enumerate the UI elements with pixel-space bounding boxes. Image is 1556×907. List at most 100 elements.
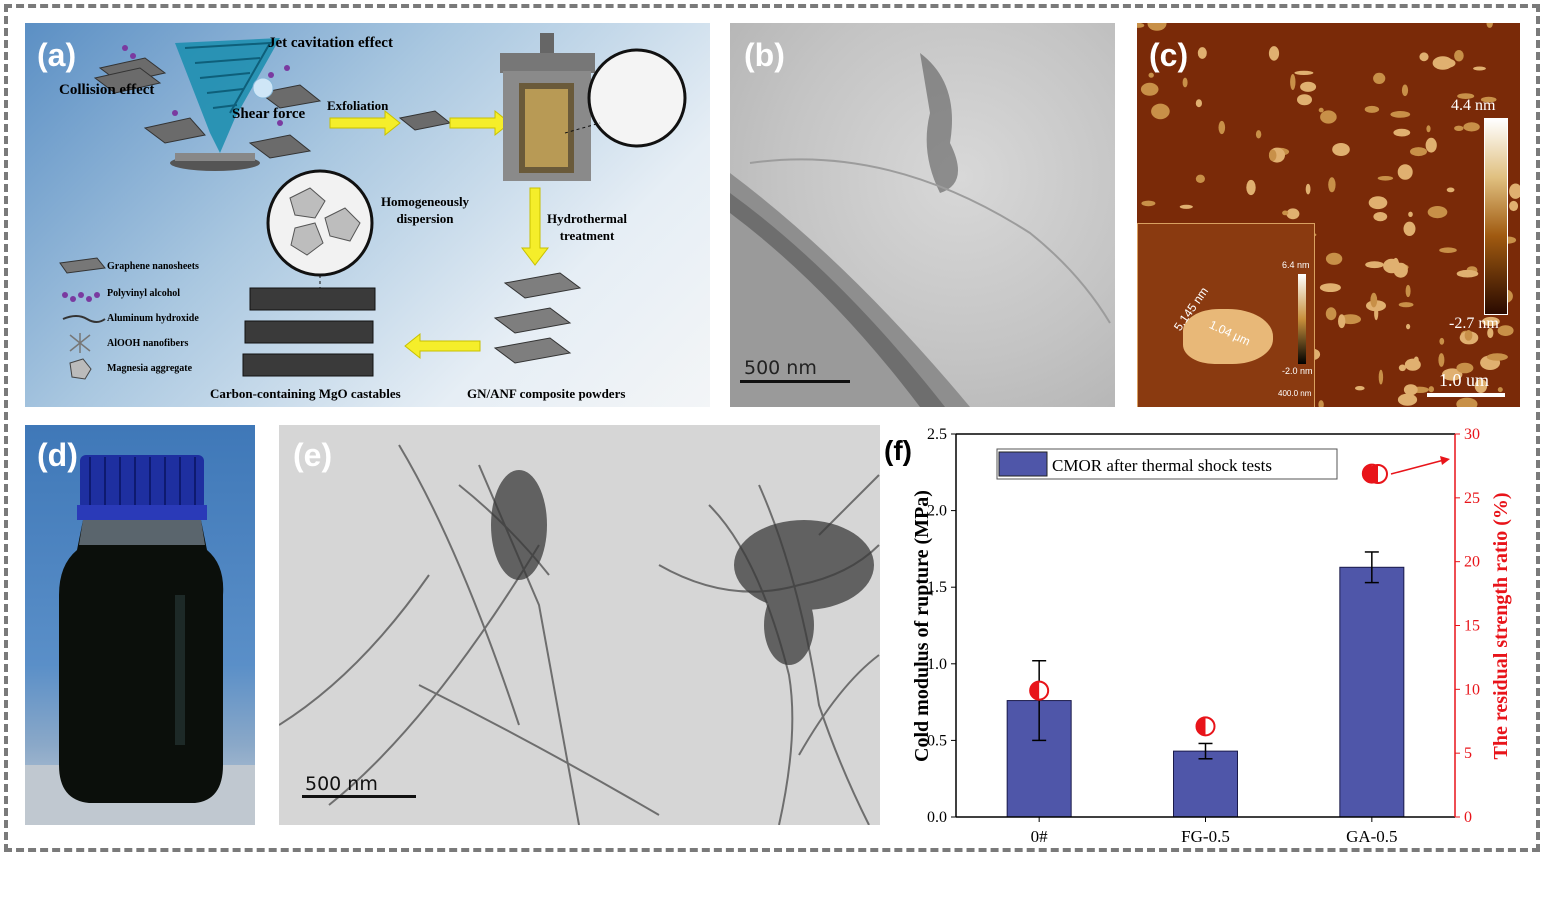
afm-particle [1397, 164, 1413, 180]
afm-particle [1401, 84, 1409, 97]
afm-particle [1446, 187, 1455, 193]
panel-c-afm-image: 6.4 nm -2.0 nm 5.145 nm 1.04 μm 400.0 nm… [1137, 23, 1520, 407]
panel-b-scalebar [740, 380, 850, 383]
panel-f-label: (f) [884, 435, 912, 466]
y2-tick-label: 15 [1464, 618, 1480, 635]
bottle-photo [25, 455, 255, 825]
legend-pva: Polyvinyl alcohol [107, 288, 181, 299]
panel-a-schematic: (a) Jet cavitation effect Collision effe… [25, 23, 710, 407]
panel-d-photo: (d) [25, 425, 255, 825]
jet-vortex-icon [170, 38, 280, 171]
afm-particle [1457, 93, 1475, 99]
afm-particle [1442, 368, 1463, 381]
afm-particle [1464, 330, 1473, 341]
afm-particle [1297, 94, 1312, 106]
afm-particle [1398, 364, 1406, 372]
afm-particle [1439, 337, 1445, 345]
afm-particle [1294, 70, 1314, 75]
legend-swatch [998, 451, 1048, 477]
legend-magnesia: Magnesia aggregate [107, 363, 193, 374]
afm-particle [1438, 353, 1445, 367]
colorbar-min: -2.7 nm [1449, 315, 1499, 332]
afm-particle [1286, 208, 1300, 220]
y-axis-label: Cold modulus of rupture (MPa) [911, 490, 933, 762]
afm-particle [1393, 128, 1411, 137]
afm-particle [1364, 105, 1380, 113]
y-tick-label: 2.0 [927, 503, 947, 520]
panel-d-label: (d) [37, 437, 78, 473]
panel-b-label: (b) [744, 37, 785, 73]
afm-particle [1282, 210, 1289, 216]
y-axis-ticks: 0.00.51.01.52.02.5 [927, 426, 956, 826]
afm-particle [1195, 174, 1205, 183]
afm-particle [1497, 387, 1503, 393]
afm-particle [1374, 306, 1379, 321]
ratio-marker-fill [1196, 717, 1206, 736]
x-tick-label: 0# [1031, 827, 1049, 846]
afm-particle [1290, 74, 1296, 90]
legend-box [996, 448, 1338, 480]
afm-particle [1439, 247, 1457, 253]
afm-particle [1197, 47, 1207, 59]
afm-particle [1406, 323, 1411, 330]
legend-graphene: Graphene nanosheets [107, 261, 199, 272]
afm-particle [1456, 269, 1479, 278]
legend-icons [59, 257, 106, 380]
inset-cb-max: 6.4 nm [1282, 260, 1310, 270]
afm-particle [1456, 397, 1478, 407]
afm-particle [1434, 58, 1456, 69]
afm-particle [1474, 379, 1488, 393]
panel-c-label: (c) [1149, 37, 1189, 73]
afm-particle [1300, 81, 1317, 92]
shear-force-text: Shear force [232, 106, 306, 122]
afm-particle [1454, 125, 1464, 131]
inset-flake [1183, 309, 1273, 364]
y-tick-label: 0.0 [927, 809, 947, 826]
afm-inset: 6.4 nm -2.0 nm 5.145 nm 1.04 μm 400.0 nm [1137, 223, 1315, 407]
panel-e-scale-text: 500 nm [305, 773, 378, 795]
afm-particle [1456, 362, 1474, 374]
panel-e-tem-image: (e) 500 nm [279, 425, 880, 825]
afm-particle [1473, 66, 1486, 71]
afm-particle [1182, 77, 1188, 88]
afm-particle [1305, 183, 1311, 195]
y-tick-label: 1.0 [927, 656, 947, 673]
y2-tick-label: 5 [1464, 745, 1472, 762]
ratio-marker-fill [1030, 681, 1040, 700]
afm-particle [1404, 358, 1421, 371]
afm-particle [1318, 400, 1324, 407]
bar [1173, 750, 1238, 818]
afm-particle [1137, 23, 1145, 28]
afm-particle [1378, 369, 1384, 385]
afm-particle [1398, 302, 1414, 308]
x-tick-label: FG-0.5 [1181, 827, 1230, 846]
afm-particle [1480, 96, 1497, 103]
afm-particle [1151, 103, 1170, 120]
afm-particle [1487, 327, 1494, 339]
legend-aluminum: Aluminum hydroxide [107, 313, 199, 324]
bar [1339, 566, 1405, 818]
y2-axis-label: The residual strength ratio (%) [1490, 492, 1512, 759]
afm-particle [1332, 143, 1350, 156]
hydrothermal-text: Hydrothermal treatment [547, 211, 627, 243]
afm-particle [1373, 72, 1386, 84]
markers-group [1029, 463, 1388, 737]
jet-cavitation-text: Jet cavitation effect [268, 35, 393, 51]
afm-particle [1148, 72, 1154, 78]
afm-particle [1427, 206, 1448, 219]
afm-particle [1509, 200, 1519, 212]
tem-e-nanofibers [279, 444, 880, 825]
afm-particle [1268, 46, 1280, 61]
autoclave-icon [500, 33, 595, 181]
afm-particle [1368, 196, 1388, 210]
afm-particle [1377, 176, 1394, 181]
y2-tick-label: 0 [1464, 809, 1472, 826]
afm-particle [1325, 252, 1343, 265]
afm-particle [1140, 82, 1159, 96]
inset-scale-text: 400.0 nm [1278, 389, 1312, 398]
afm-particle [1482, 316, 1500, 327]
panel-c-scalebar [1427, 393, 1505, 397]
tem-b-features [730, 53, 1111, 407]
